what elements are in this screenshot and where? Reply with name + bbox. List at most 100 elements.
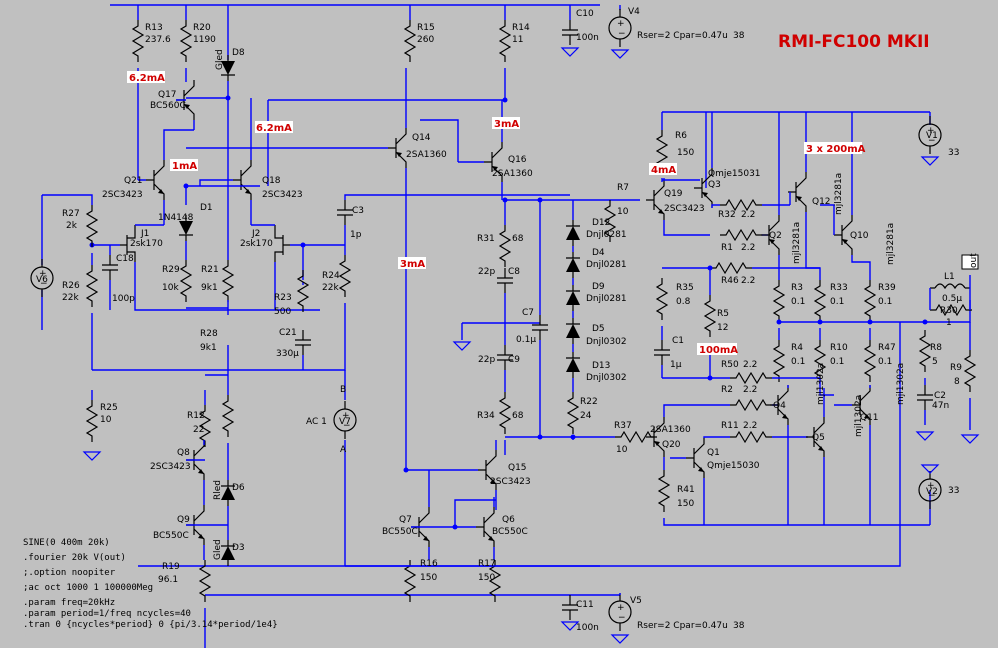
r14-val: 11 — [512, 35, 523, 45]
c1-ref: C1 — [672, 336, 684, 346]
v4-params: Rser=2 Cpar=0.47u — [637, 31, 728, 41]
current-q19: 4mA — [651, 165, 676, 176]
v1-ref: V1 — [926, 131, 938, 141]
c8-ref: C8 — [508, 267, 520, 277]
c3-ref: C3 — [352, 206, 364, 216]
v7-pin-a: A — [340, 445, 347, 455]
q6-ref: Q6 — [502, 515, 515, 525]
r6-ref: R6 — [675, 131, 687, 141]
r20-val: 1190 — [193, 35, 216, 45]
r13-val: 237.6 — [145, 35, 171, 45]
c9-val: 22p — [478, 355, 495, 365]
r33-ref: R33 — [830, 283, 848, 293]
r4-ref: R4 — [791, 343, 803, 353]
l1-val: 0.5µ — [942, 294, 962, 304]
r34-ref: R34 — [477, 411, 495, 421]
c2-val: 47n — [932, 401, 949, 411]
q20-ref: Q20 — [662, 440, 681, 450]
c21-val: 330µ — [276, 349, 299, 359]
v7-ref: V7 — [339, 417, 351, 427]
c21-ref: C21 — [279, 328, 297, 338]
v5-ref: V5 — [630, 596, 642, 606]
q21-ref: Q21 — [124, 176, 143, 186]
d6-model: Rled — [213, 480, 223, 500]
r9-ref: R9 — [950, 363, 962, 373]
d13-ref: D13 — [592, 361, 610, 371]
directive-line: ;.option noopiter — [23, 568, 116, 578]
q17-ref: Q17 — [158, 90, 177, 100]
c10-ref: C10 — [576, 9, 594, 19]
q11-model: mjl1302a — [896, 363, 906, 405]
r19-ref: R19 — [162, 562, 180, 572]
r32-val: 2.2 — [741, 210, 755, 220]
d9-model: Dnjl0281 — [586, 294, 627, 304]
r24-ref: R24 — [322, 271, 340, 281]
d4-ref: D4 — [592, 248, 605, 258]
q19-model: 2SC3423 — [664, 204, 705, 214]
r10-val: 0.1 — [830, 357, 844, 367]
r29-ref: R29 — [162, 265, 180, 275]
r9-val: 8 — [954, 377, 960, 387]
r5-val: 12 — [717, 323, 728, 333]
r3-ref: R3 — [791, 283, 803, 293]
r16-ref: R16 — [420, 559, 438, 569]
directive-line: .fourier 20k V(out) — [23, 553, 126, 563]
q5-model: mjl1302a — [854, 395, 864, 437]
q8-ref: Q8 — [177, 448, 190, 458]
c7-val: 0.1µ — [516, 335, 536, 345]
r3-val: 0.1 — [791, 297, 805, 307]
directive-line: ;ac oct 1000 1 100000Meg — [23, 583, 153, 593]
v2-value: 33 — [948, 486, 959, 496]
r2-val: 2.2 — [743, 385, 757, 395]
d4-model: Dnjl0281 — [586, 260, 627, 270]
r29-val: 10k — [162, 283, 179, 293]
r25-ref: R25 — [100, 403, 118, 413]
r14-ref: R14 — [512, 23, 530, 33]
v4-ref: V4 — [628, 7, 640, 17]
r2-ref: R2 — [721, 385, 733, 395]
r12-ref: R12 — [187, 411, 205, 421]
c3-val: 1p — [350, 230, 362, 240]
q7-model: BC550C — [382, 527, 418, 537]
r47-val: 0.1 — [878, 357, 892, 367]
r20-ref: R20 — [193, 23, 211, 33]
q19-ref: Q19 — [664, 189, 683, 199]
directive-line: .tran 0 {ncycles*period} 0 {pi/3.14*peri… — [23, 620, 278, 630]
d5-ref: D5 — [592, 324, 605, 334]
v7-ac: AC 1 — [306, 417, 327, 427]
r26-val: 22k — [62, 293, 79, 303]
v4-value: 38 — [733, 31, 745, 41]
directive-line: .param freq=20kHz — [23, 598, 115, 608]
r30-ref: R30 — [940, 306, 958, 316]
r25-val: 10 — [100, 415, 112, 425]
current-d1: 1mA — [172, 161, 197, 172]
r34-val: 68 — [512, 411, 524, 421]
q10-ref: Q10 — [850, 231, 869, 241]
r1-val: 2.2 — [741, 243, 755, 253]
r17-ref: R17 — [478, 559, 496, 569]
directive-line: SINE(0 400m 20k) — [23, 538, 110, 548]
q21-model: 2SC3423 — [102, 190, 143, 200]
current-vas: 3mA — [400, 259, 425, 270]
d1-model: 1N4148 — [158, 213, 194, 223]
q9-model: BC550C — [153, 531, 189, 541]
r7-val: 10 — [617, 207, 629, 217]
r30-val: 1 — [946, 318, 952, 328]
q2-model: mjl3281a — [792, 222, 802, 264]
r28-ref: R28 — [200, 329, 218, 339]
c2-ref: C2 — [934, 391, 946, 401]
v7-pin-b: B — [340, 385, 346, 395]
r19-val: 96.1 — [158, 575, 178, 585]
r31-ref: R31 — [477, 234, 495, 244]
r27-ref: R27 — [62, 209, 80, 219]
r15-ref: R15 — [417, 23, 435, 33]
v6-ref: V6 — [36, 275, 48, 285]
r24-val: 22k — [322, 283, 339, 293]
current-q17: 6.2mA — [129, 73, 165, 84]
q3-ref: Q3 — [708, 180, 721, 190]
out-net-label: out — [969, 253, 979, 268]
j2-model: 2sk170 — [240, 239, 273, 249]
